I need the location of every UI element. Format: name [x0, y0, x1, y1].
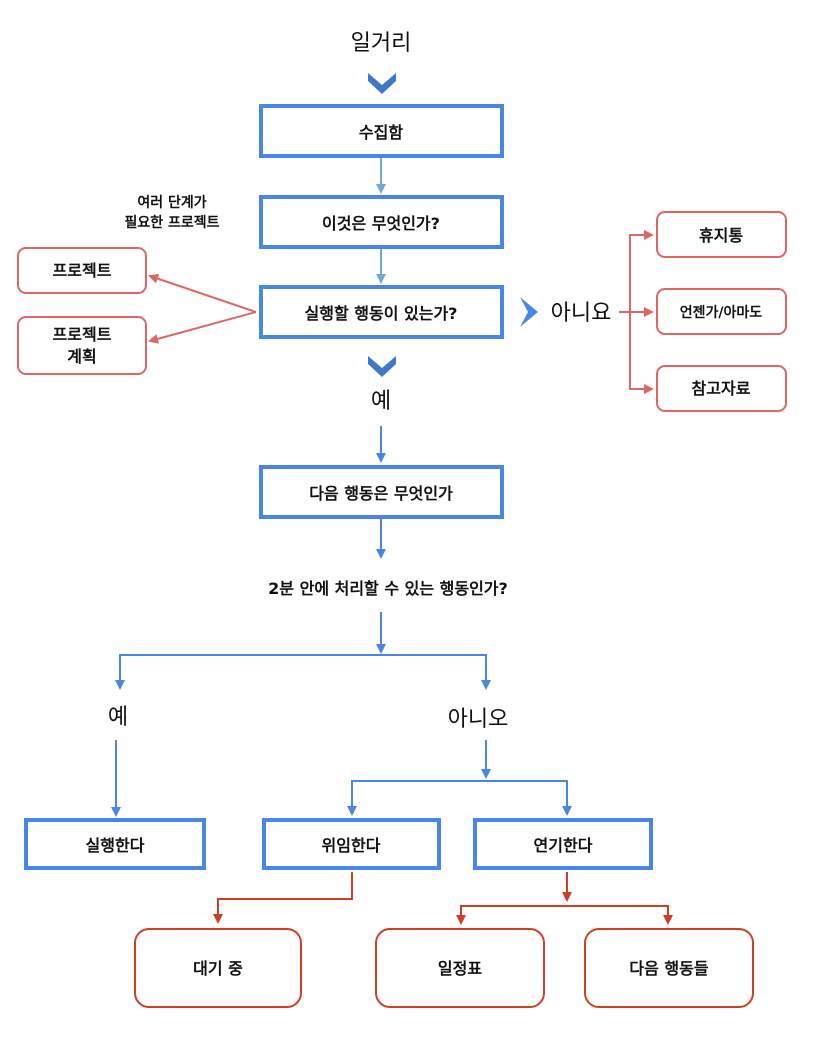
- someday-label: 언젠가/아마도: [680, 304, 763, 321]
- split-connector: [119, 654, 487, 688]
- next-actions-box: [584, 928, 754, 1008]
- chevron-down-icon-2: [368, 356, 396, 377]
- projects-box: [17, 247, 147, 294]
- arrow-to-reference: [629, 312, 654, 394]
- project-plan-box: [17, 316, 147, 375]
- actionable-label: 실행할 행동이 있는가?: [305, 304, 458, 323]
- no-label: 아니요: [551, 301, 612, 326]
- multi-step-note-line2: 필요한 프로젝트: [124, 214, 219, 231]
- calendar-box: [375, 928, 545, 1008]
- chevron-down-icon: [368, 73, 396, 94]
- someday-box: [656, 288, 787, 335]
- next-action-box: [259, 465, 504, 519]
- project-plan-label-2: 계획: [67, 347, 96, 366]
- yes2-label: 예: [108, 705, 128, 730]
- next-actions-label: 다음 행동들: [629, 959, 708, 978]
- what-is-it-label: 이것은 무엇인가?: [322, 214, 440, 233]
- waiting-box: [134, 928, 302, 1008]
- collect-box: [259, 104, 504, 158]
- project-plan-label-1: 프로젝트: [53, 325, 112, 344]
- reference-label: 참고자료: [692, 379, 751, 398]
- defer-label: 연기한다: [534, 836, 593, 855]
- two-minute-question: 2분 안에 처리할 수 있는 행동인가?: [268, 579, 508, 598]
- collect-label: 수집함: [359, 123, 403, 142]
- inbox-label: 일거리: [351, 31, 412, 56]
- delegate-box: [262, 818, 441, 870]
- defer-split-connector: [460, 905, 669, 922]
- multi-step-note-line1: 여러 단계가: [137, 194, 206, 211]
- yes-label: 예: [371, 389, 391, 414]
- arrow-to-project-plan: [148, 311, 257, 344]
- defer-box: [473, 818, 653, 870]
- trash-box: [656, 211, 787, 258]
- delegate-label: 위임한다: [322, 836, 381, 855]
- actionable-box: [259, 285, 504, 339]
- no2-label: 아니오: [448, 707, 509, 732]
- reference-box: [656, 365, 787, 412]
- waiting-label: 대기 중: [193, 959, 243, 978]
- calendar-label: 일정표: [438, 959, 482, 978]
- chevron-right-icon-shape: [520, 297, 538, 327]
- arrow-to-projects: [148, 273, 257, 313]
- do-it-box: [24, 818, 206, 870]
- next-action-label: 다음 행동은 무엇인가: [309, 484, 453, 503]
- do-it-label: 실행한다: [86, 836, 145, 855]
- no2-split-connector: [351, 780, 568, 812]
- what-is-it-box: [259, 195, 504, 249]
- projects-label: 프로젝트: [53, 261, 112, 280]
- trash-label: 휴지통: [699, 226, 743, 245]
- arrow-to-trash: [629, 230, 654, 312]
- arrow-to-waiting: [213, 872, 353, 924]
